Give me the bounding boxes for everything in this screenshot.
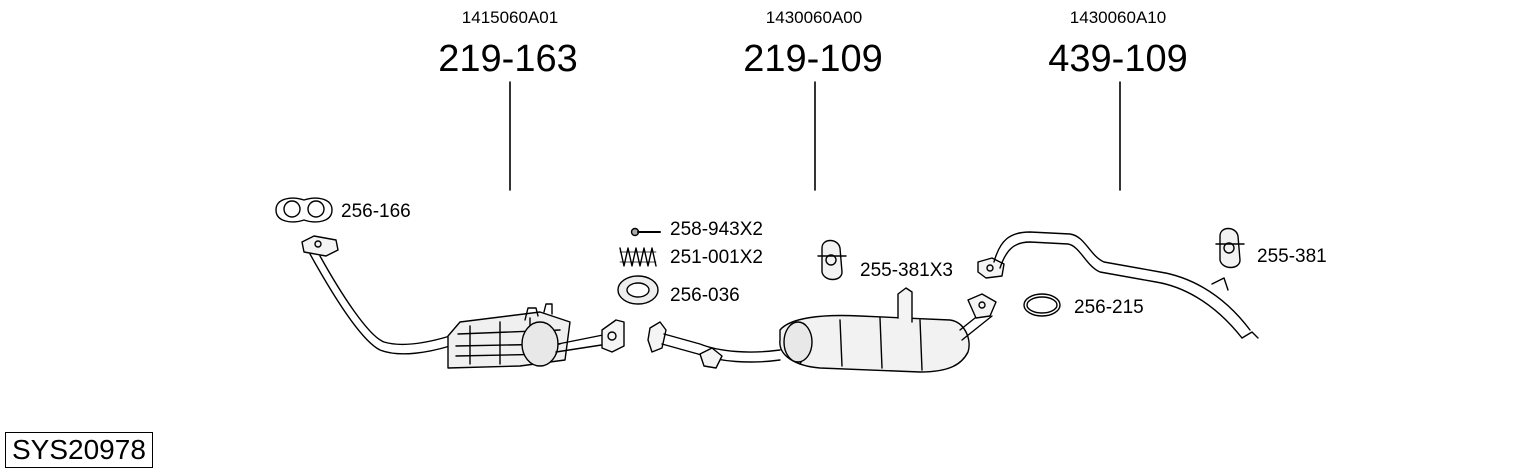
front-gasket-icon bbox=[275, 197, 333, 223]
spring-icon bbox=[619, 247, 657, 267]
label-gasket-front: 256-166 bbox=[341, 201, 411, 222]
part-number-tail-pipe: 439-109 bbox=[1048, 38, 1188, 80]
oem-number-middle-silencer: 1430060A00 bbox=[765, 8, 863, 27]
sealing-ring-icon bbox=[617, 275, 659, 305]
rear-gasket-icon bbox=[1023, 293, 1061, 317]
rubber-hanger-rear-icon bbox=[1215, 227, 1245, 269]
label-bolt: 258-943X2 bbox=[670, 219, 763, 240]
middle-silencer-icon bbox=[647, 287, 997, 373]
label-hanger-rear: 255-381 bbox=[1257, 246, 1327, 267]
oem-number-front-pipe: 1415060A01 bbox=[461, 8, 559, 27]
oem-number-tail-pipe: 1430060A10 bbox=[1069, 8, 1167, 27]
part-number-middle-silencer: 219-109 bbox=[743, 38, 883, 80]
bolt-icon bbox=[630, 227, 661, 237]
label-spring: 251-001X2 bbox=[670, 247, 763, 268]
rubber-hanger-mid-icon bbox=[817, 239, 847, 281]
label-ring: 256-036 bbox=[670, 285, 740, 306]
tail-pipe-icon bbox=[977, 231, 1259, 339]
label-hanger-mid: 255-381X3 bbox=[860, 260, 953, 281]
system-id-box: SYS20978 bbox=[5, 432, 153, 468]
front-pipe-catalyst-icon bbox=[301, 235, 625, 369]
label-gasket-rear: 256-215 bbox=[1074, 297, 1144, 318]
part-number-front-pipe: 219-163 bbox=[438, 38, 578, 80]
